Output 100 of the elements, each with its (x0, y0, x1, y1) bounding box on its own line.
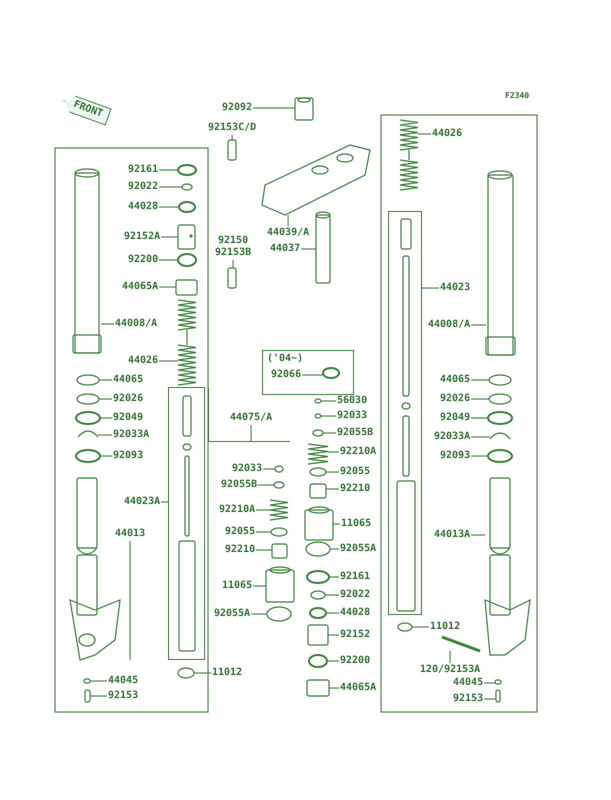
leader-line (328, 576, 340, 578)
part-number: 92049 (440, 412, 470, 424)
model-year-note: ('04~) (267, 353, 304, 365)
o-ring (312, 429, 324, 437)
part-number: 92153C/D (208, 122, 256, 134)
part-number: 44026 (128, 355, 158, 367)
cap-bolt (265, 566, 295, 603)
part-number: 92026 (113, 393, 144, 405)
part-number: 92026 (440, 393, 470, 405)
part-number: 92152A (124, 231, 160, 243)
collar (177, 224, 196, 250)
cartridge-frame (168, 387, 205, 660)
leader-line (412, 626, 430, 628)
leader-line (232, 134, 233, 140)
leader-line (328, 634, 340, 636)
valve-body (309, 483, 327, 499)
spring-seat (178, 201, 196, 213)
snap-ring (490, 432, 510, 440)
part-number: 44008/A (115, 318, 158, 330)
part-number: 11065 (341, 518, 372, 530)
leader-line (484, 682, 496, 684)
part-number: 92055A (340, 543, 376, 555)
spring-guide (177, 253, 197, 267)
cartridge-frame (388, 211, 422, 615)
part-number: 44028 (340, 607, 370, 619)
leader-line (262, 468, 276, 470)
part-number: 44013 (115, 528, 146, 540)
leader-line (302, 374, 324, 376)
part-number: 92033 (337, 410, 368, 422)
leader-line (484, 698, 496, 700)
part-number: 44008/A (428, 319, 470, 331)
part-number: 92210 (225, 544, 256, 556)
seal-ring (306, 570, 330, 584)
part-number: 92022 (340, 589, 370, 601)
part-number: 92152 (340, 629, 370, 641)
oil-seal (487, 411, 513, 425)
cap-bolt (304, 506, 334, 541)
bushing (76, 374, 100, 386)
seal-ring (177, 164, 197, 176)
leader-line (90, 680, 108, 682)
part-number: 92200 (340, 655, 370, 667)
bushing (488, 374, 512, 386)
part-number: 92210A (219, 504, 256, 516)
leader-line (158, 206, 180, 208)
steering-stem (315, 211, 331, 284)
ball (314, 398, 322, 404)
part-number: 120/92153A (420, 664, 480, 676)
leader-line (320, 400, 336, 402)
collar (306, 679, 330, 697)
part-number: 44065A (122, 281, 158, 293)
leader-line (326, 612, 340, 614)
part-number: 44065 (440, 374, 470, 386)
fork-tube (485, 170, 516, 356)
part-number: 92055B (337, 427, 374, 439)
dust-seal (75, 449, 101, 463)
part-number: 44039/A (267, 227, 310, 239)
part-number: 44045 (453, 677, 484, 689)
snap-ring (78, 430, 98, 438)
part-number: 44037 (270, 243, 300, 255)
leader-line (130, 540, 131, 660)
part-number: 44045 (108, 675, 138, 687)
fork-spring (177, 299, 197, 386)
collar (307, 624, 329, 646)
part-number: 44023 (440, 282, 470, 294)
leader-line (250, 424, 252, 442)
part-number: 92055B (221, 479, 258, 491)
leader-line (326, 488, 340, 490)
o-ring (309, 467, 327, 477)
oil-seal (75, 411, 101, 425)
part-number: 44013A (434, 529, 470, 541)
collar (294, 97, 314, 121)
nut (322, 367, 340, 379)
leader-line (330, 548, 340, 550)
o-ring (270, 527, 288, 537)
part-number: 92093 (440, 450, 470, 462)
part-number: 92153 (453, 693, 484, 705)
leader-line (288, 214, 289, 226)
leader-line (322, 432, 336, 434)
valve-body (271, 543, 288, 559)
leader-line (158, 186, 182, 188)
ball (274, 465, 284, 473)
part-number: 92055A (214, 608, 250, 620)
figure-code: F2340 (505, 90, 530, 102)
leader-line (470, 436, 490, 438)
part-number: 56030 (337, 395, 368, 407)
leader-line (158, 360, 178, 362)
fork-spring (399, 119, 419, 191)
valve-spring (269, 499, 289, 521)
part-number: 44065A (340, 682, 376, 694)
o-ring (266, 606, 292, 622)
part-number: 92210 (340, 483, 370, 495)
part-number: 44065 (113, 374, 144, 386)
bushing (397, 622, 413, 632)
washer (76, 393, 100, 405)
part-number: 92055 (225, 526, 256, 538)
valve-spring (307, 443, 329, 465)
upper-clamp (261, 144, 371, 216)
part-number: 92093 (113, 450, 144, 462)
bolt (84, 689, 91, 703)
part-number: 92161 (128, 164, 158, 176)
